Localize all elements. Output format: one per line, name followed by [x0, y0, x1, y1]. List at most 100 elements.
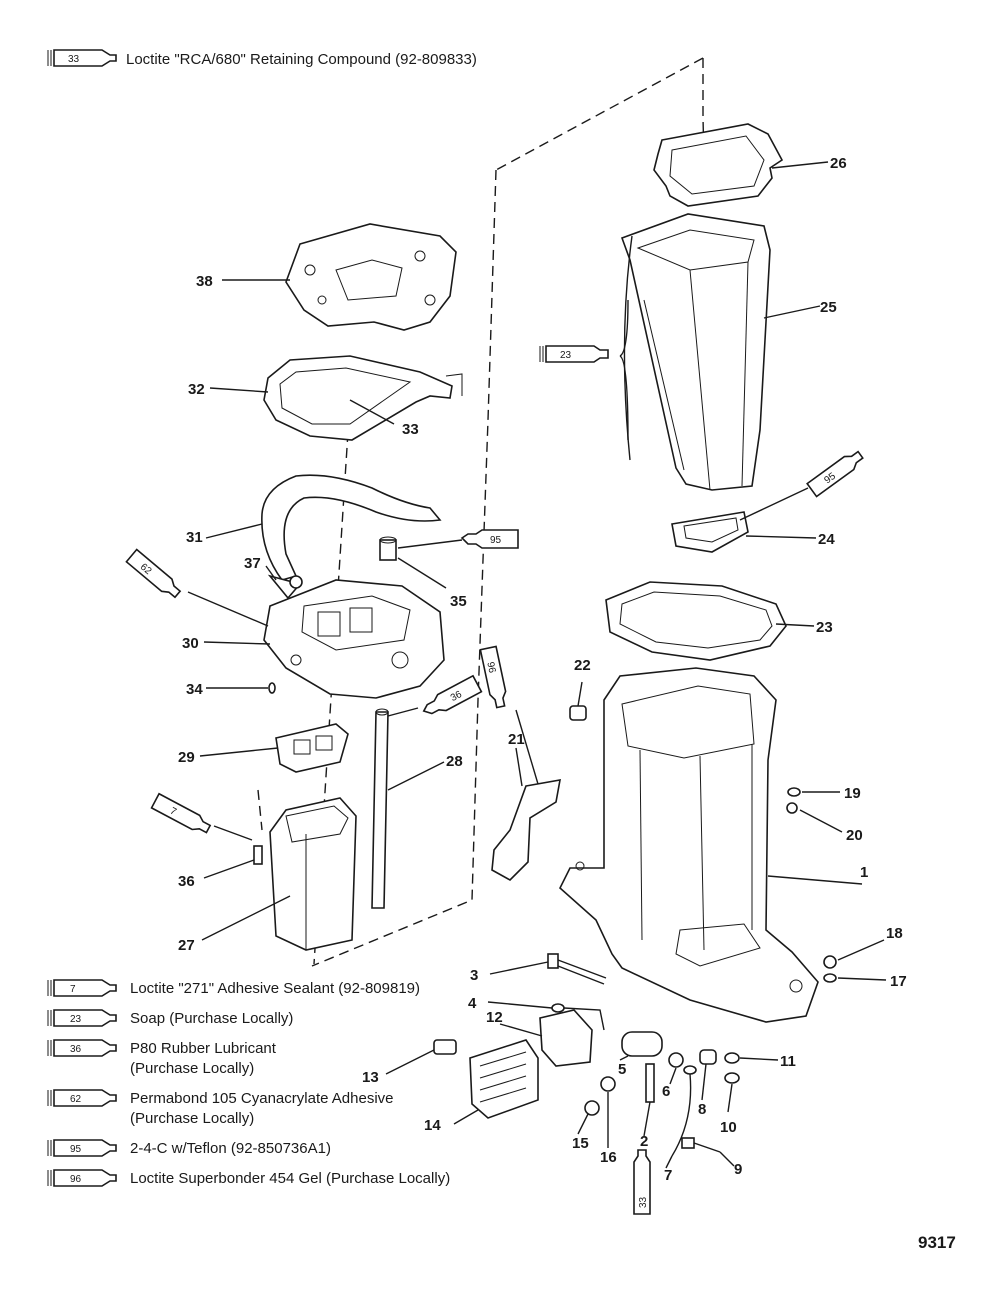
- part-10-washer: [724, 1072, 740, 1084]
- legend-item: 95 2-4-C w/Teflon (92-850736A1): [47, 1139, 331, 1157]
- tube-icon: 23: [47, 1009, 117, 1027]
- part-32-gasket: [263, 355, 463, 441]
- legend-item: 62 Permabond 105 Cyanacrylate Adhesive (Pu…: [47, 1089, 394, 1127]
- part-21-hose: [491, 779, 561, 881]
- leader-96: [515, 709, 539, 785]
- part-3-bolt: [547, 953, 607, 985]
- part-38-plate: [285, 223, 457, 331]
- tube-95-middle: 95: [460, 529, 519, 549]
- legend-text: 2-4-C w/Teflon (92-850736A1): [130, 1140, 331, 1157]
- part-8-nut: [699, 1049, 717, 1065]
- callout-28: 28: [446, 753, 463, 770]
- tube-96-code: 96: [484, 661, 497, 675]
- legend-text: Loctite Superbonder 454 Gel (Purchase Lo…: [130, 1170, 450, 1187]
- tube-icon: 96: [47, 1169, 117, 1187]
- tube-95-upper: 95: [806, 450, 864, 498]
- brace-25: [619, 299, 629, 441]
- callout-17: 17: [890, 973, 907, 990]
- callout-labels: 1 2 3 4 5 6 7 8 9 10 11 12 13 14 15 16 1…: [178, 155, 907, 1184]
- part-7-wire: [671, 1065, 697, 1157]
- callout-32: 32: [188, 381, 205, 398]
- legend-top-text: Loctite "RCA/680" Retaining Compound (92…: [126, 51, 477, 68]
- callout-24: 24: [818, 531, 835, 548]
- callout-13: 13: [362, 1069, 379, 1086]
- part-24-seal: [671, 511, 749, 553]
- part-4-lead: [551, 1003, 605, 1031]
- tube-code: 96: [70, 1174, 82, 1185]
- tube-icon: 7: [47, 979, 117, 997]
- legend-text: (Purchase Locally): [130, 1060, 254, 1077]
- callout-10: 10: [720, 1119, 737, 1136]
- legend-text: Permabond 105 Cyanacrylate Adhesive: [130, 1090, 394, 1107]
- tube-code: 95: [70, 1144, 82, 1155]
- part-14-rectifier: [469, 1039, 539, 1119]
- tube-code: 36: [70, 1044, 82, 1055]
- part-31-seal: [261, 474, 442, 581]
- part-20-washer: [786, 802, 798, 814]
- part-27-exhaust-tube: [269, 797, 357, 951]
- part-23-gasket: [605, 581, 787, 661]
- callout-2: 2: [640, 1133, 648, 1150]
- part-37-clip: [267, 574, 303, 600]
- part-29-gasket: [275, 723, 349, 773]
- part-36-screw: [253, 845, 263, 865]
- tube-23-code: 23: [560, 350, 572, 361]
- legend-text: P80 Rubber Lubricant: [130, 1040, 277, 1057]
- part-11-nut: [724, 1052, 740, 1064]
- callout-37: 37: [244, 555, 261, 572]
- callout-34: 34: [186, 681, 203, 698]
- legend-text: Soap (Purchase Locally): [130, 1010, 293, 1027]
- part-12-bracket: [539, 1009, 593, 1067]
- callout-31: 31: [186, 529, 203, 546]
- part-15-grommet: [584, 1100, 600, 1116]
- callout-38: 38: [196, 273, 213, 290]
- callout-30: 30: [182, 635, 199, 652]
- callout-20: 20: [846, 827, 863, 844]
- legend-item: 36 P80 Rubber Lubricant (Purchase Locally): [47, 1039, 277, 1077]
- tube-33-bottom: 33: [633, 1149, 651, 1215]
- callout-15: 15: [572, 1135, 589, 1152]
- callout-1: 1: [860, 864, 868, 881]
- callout-3: 3: [470, 967, 478, 984]
- part-35-bushing: [379, 536, 397, 561]
- tube-7: 7: [150, 792, 212, 834]
- part-19-washer: [787, 787, 801, 797]
- legend-item: 23 Soap (Purchase Locally): [47, 1009, 293, 1027]
- part-17-washer: [823, 973, 837, 983]
- callout-4: 4: [468, 995, 477, 1012]
- tube-code: 62: [70, 1094, 82, 1105]
- callout-11: 11: [780, 1053, 796, 1070]
- tube-36-code: 36: [449, 689, 464, 704]
- callout-7: 7: [664, 1167, 672, 1184]
- leader-lines: [199, 161, 887, 1169]
- tube-code: 7: [70, 984, 76, 995]
- callout-5: 5: [618, 1061, 626, 1078]
- legend-top: 33 Loctite "RCA/680" Retaining Compound …: [47, 49, 477, 68]
- callout-8: 8: [698, 1101, 706, 1118]
- part-2-stud: [645, 1063, 655, 1103]
- callout-25: 25: [820, 299, 837, 316]
- leader-62: [187, 591, 269, 627]
- tube-7-code: 7: [168, 806, 178, 819]
- figure-number: 9317: [918, 1233, 956, 1252]
- leader-95-middle: [397, 539, 463, 549]
- legend-item: 96 Loctite Superbonder 454 Gel (Purchase …: [47, 1169, 450, 1187]
- callout-18: 18: [886, 925, 903, 942]
- legend-text: (Purchase Locally): [130, 1110, 254, 1127]
- part-1-driveshaft-housing: [559, 667, 819, 1023]
- callout-21: 21: [508, 731, 525, 748]
- part-30-adapter-plate: [263, 579, 445, 699]
- callout-36: 36: [178, 873, 195, 890]
- leader-7: [213, 825, 253, 841]
- tube-36: 36: [422, 674, 483, 715]
- part-34-pin: [268, 682, 276, 694]
- callout-9: 9: [734, 1161, 742, 1178]
- callout-16: 16: [600, 1149, 617, 1166]
- callout-27: 27: [178, 937, 195, 954]
- tube-icon: 36: [47, 1039, 117, 1057]
- part-16-nut: [600, 1076, 616, 1092]
